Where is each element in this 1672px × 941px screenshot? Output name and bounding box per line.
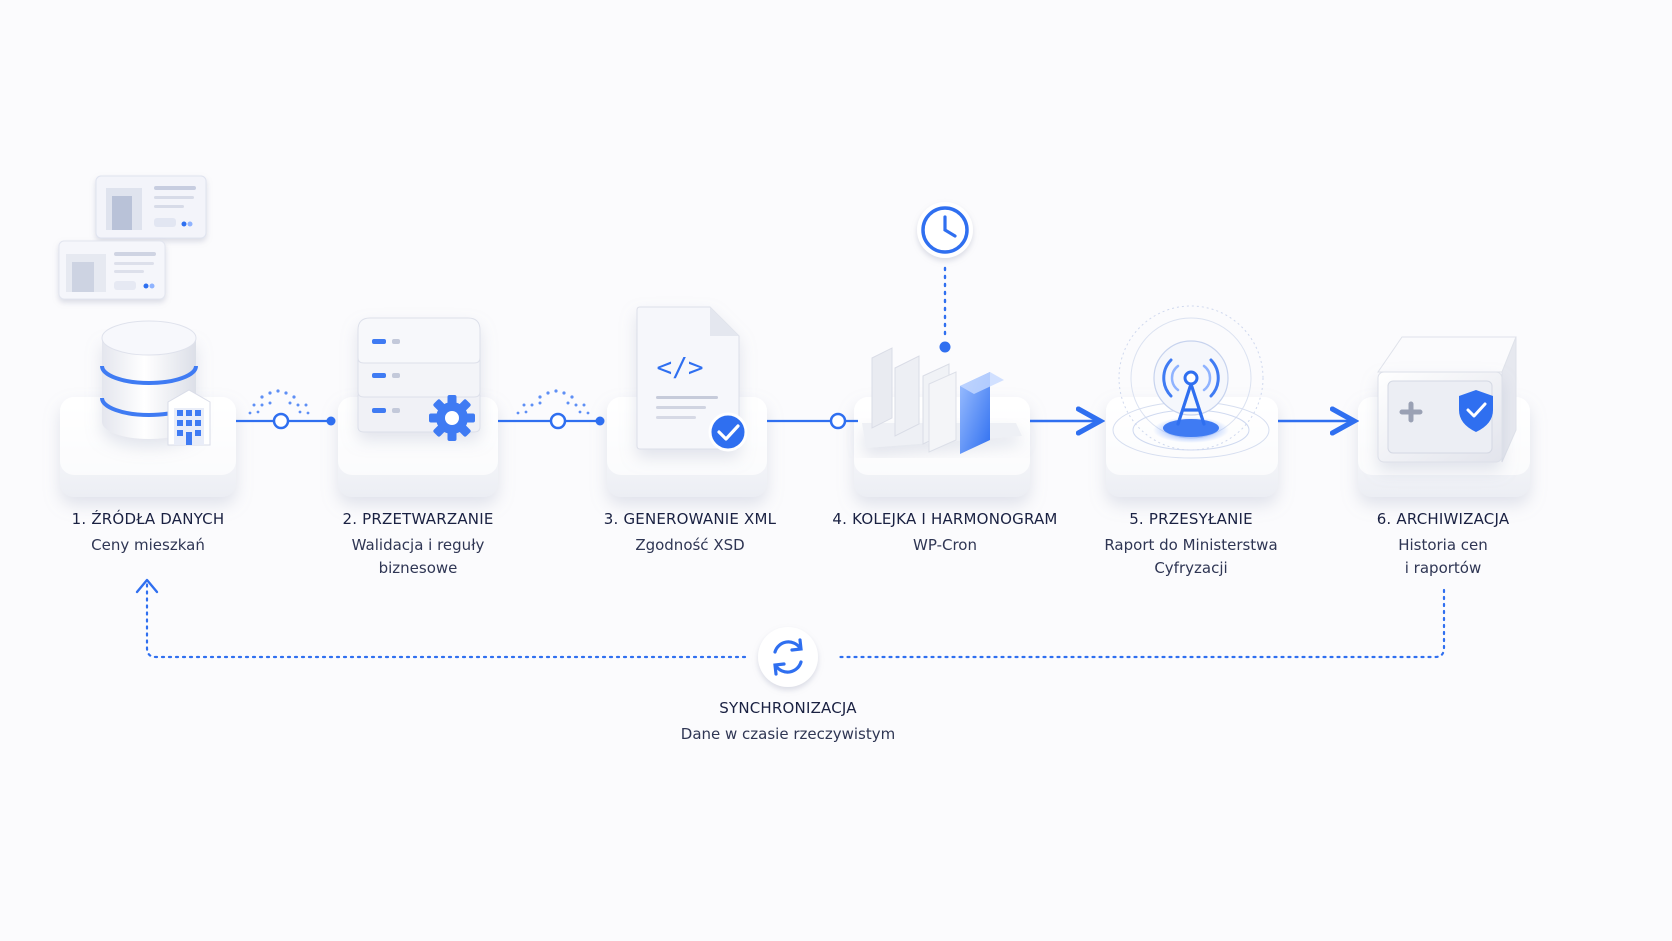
step-1-title: 1. ŹRÓDŁA DANYCH [71,510,225,528]
sync-label: SYNCHRONIZACJA Dane w czasie rzeczywisty… [628,697,948,746]
xml-document-check-icon: </> [636,306,748,452]
queue-files-icon [862,347,1022,454]
connector-2-3 [498,389,605,430]
step-4-title: 4. KOLEJKA I HARMONOGRAM [832,510,1058,528]
step-3-label: 3. GENEROWANIE XML Zgodność XSD [550,508,830,557]
server-gear-icon [357,317,481,441]
step-5-label: 5. PRZESYŁANIE Raport do Ministerstwa Cy… [1051,508,1331,580]
step-2-title: 2. PRZETWARZANIE [342,510,494,528]
step-6-title: 6. ARCHIWIZACJA [1376,510,1510,528]
archive-safe-icon [1377,336,1517,463]
sync-subtitle: Dane w czasie rzeczywistym [680,725,896,743]
step-2-subtitle: Walidacja i reguły biznesowe [351,536,485,577]
database-building-icon [100,320,211,446]
sync-loop [135,578,1446,687]
step-3-title: 3. GENEROWANIE XML [603,510,777,528]
antenna-icon [1112,305,1270,459]
connector-1-2 [236,389,336,430]
sync-title: SYNCHRONIZACJA [719,699,857,717]
sync-icon [773,638,803,676]
step-4-subtitle: WP-Cron [913,536,977,554]
step-6-label: 6. ARCHIWIZACJA Historia cen i raportów [1303,508,1583,580]
checkmark-badge-icon [708,412,748,452]
step-4-label: 4. KOLEJKA I HARMONOGRAM WP-Cron [785,508,1105,557]
floating-card-1 [95,175,207,239]
step-2-label: 2. PRZETWARZANIE Walidacja i reguły bizn… [278,508,558,580]
step-1-label: 1. ŹRÓDŁA DANYCH Ceny mieszkań [8,508,288,557]
clock-icon [917,202,973,258]
code-brackets-icon: </> [657,353,704,383]
clock-link-dot [939,341,951,353]
step-5-subtitle: Raport do Ministerstwa Cyfryzacji [1104,536,1278,577]
shield-check-icon [1459,390,1493,432]
step-5-title: 5. PRZESYŁANIE [1129,510,1253,528]
step-6-subtitle: Historia cen i raportów [1398,536,1488,577]
gear-icon [429,395,475,441]
step-1-subtitle: Ceny mieszkań [91,536,205,554]
step-3-subtitle: Zgodność XSD [635,536,745,554]
connector-3-4 [767,412,858,430]
floating-card-2 [58,240,166,300]
